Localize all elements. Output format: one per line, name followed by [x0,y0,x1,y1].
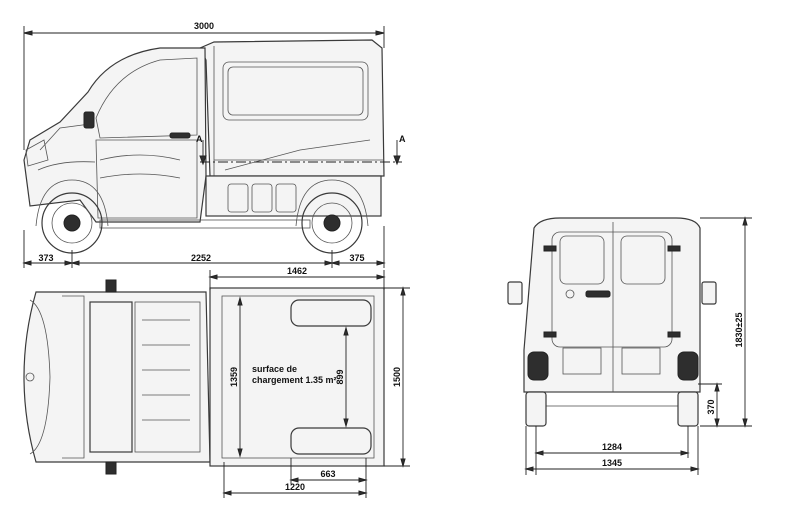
hinge-right-bottom [667,331,681,338]
floor-height-label: 370 [706,399,716,414]
rear-bumper [539,391,687,407]
rear-view: 1830±25 370 1284 1345 [507,216,752,475]
wheel-arch-left [290,299,372,327]
hinge-left-bottom [543,331,557,338]
rear-door-handle [585,290,611,298]
mirror-top-left [105,279,117,293]
cargo-label-line1: surface de [252,364,297,374]
width-label: 1345 [602,458,622,468]
bed-length-label: 1462 [287,266,307,276]
inner-length-label: 1359 [229,367,239,387]
wheel-arch-gap-label: 899 [335,369,345,384]
door-handle [169,132,191,139]
mirror [83,111,95,129]
sill [99,219,311,229]
tail-light-left [527,351,549,381]
hinge-left-top [543,245,557,252]
arch-length-label: 663 [320,469,335,479]
windshield [89,301,133,453]
rear-body [523,217,701,393]
height-label: 1830±25 [734,313,744,348]
cab [23,47,207,223]
wheel-arch-right [290,427,372,455]
tail-light-right [677,351,699,381]
overall-width-label: 1500 [392,367,402,387]
mirror-rear-right [701,281,717,305]
overall-length-label: 3000 [194,21,214,31]
mirror-rear-left [507,281,523,305]
section-marker-right: A [399,134,406,144]
rear-overhang-label: 375 [349,253,364,263]
plate-left [562,347,602,375]
rear-doors [551,231,673,348]
front-overhang-label: 373 [38,253,53,263]
headlight [25,139,49,167]
side-view: A A 3000 373 2252 375 [22,21,406,268]
rear-window-right [620,235,666,285]
section-marker-left: A [196,134,203,144]
side-panel [222,61,369,121]
cargo-label-line2: chargement 1.35 m² [252,375,337,385]
side-window [95,57,198,139]
rear-tire-left [525,391,547,427]
mirror-top-right [105,461,117,475]
wheelbase-label: 2252 [191,253,211,263]
rear-tire-right [677,391,699,427]
plate-right [621,347,661,375]
chassis [205,175,382,217]
rear-window-left [559,235,605,285]
track-label: 1284 [602,442,622,452]
inner-width-label: 1220 [285,482,305,492]
cargo-box [199,39,385,177]
top-view: 1462 1359 899 1500 663 1220 surface de c… [23,266,410,498]
hinge-right-top [667,245,681,252]
